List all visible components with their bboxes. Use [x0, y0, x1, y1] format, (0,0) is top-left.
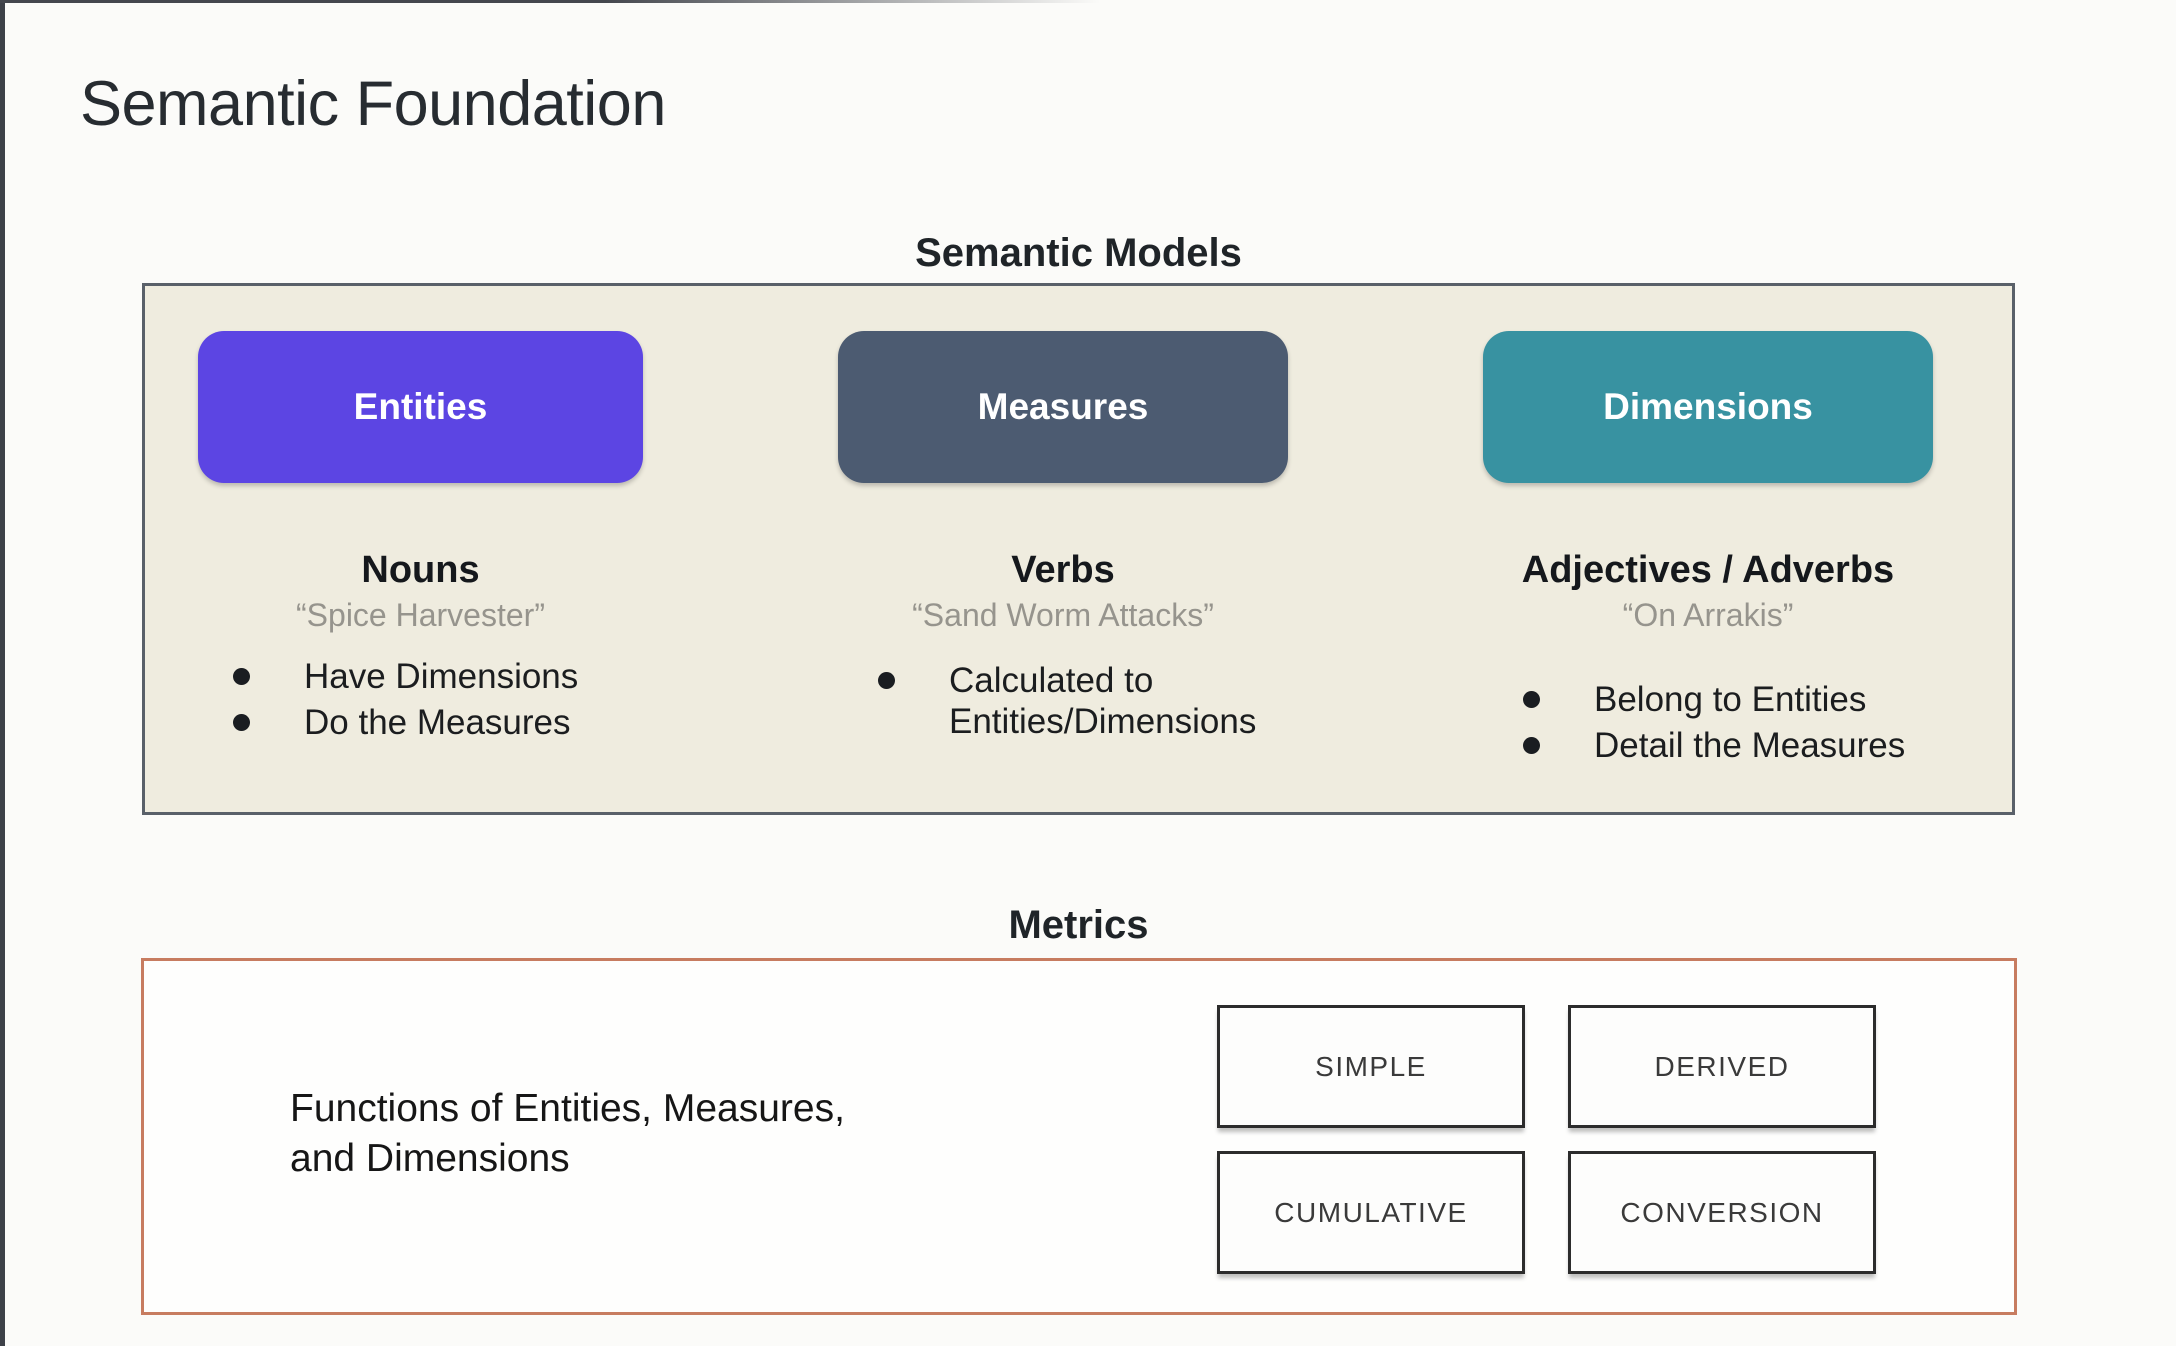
list-item: Calculated to Entities/Dimensions — [878, 660, 1301, 742]
window-top-edge — [0, 0, 1100, 3]
page-title: Semantic Foundation — [80, 69, 666, 139]
bullet-text: Have Dimensions — [304, 657, 579, 696]
entities-pill: Entities — [198, 331, 643, 483]
bullet-text: Do the Measures — [304, 703, 571, 742]
list-item: Detail the Measures — [1523, 725, 1905, 766]
measures-role-label: Verbs — [1011, 549, 1115, 591]
semantic-models-heading: Semantic Models — [915, 231, 1242, 275]
bullet-dot-icon — [1523, 737, 1540, 754]
metric-type-box-cumulative: CUMULATIVE — [1217, 1151, 1525, 1274]
bullet-dot-icon — [233, 668, 250, 685]
metrics-description: Functions of Entities, Measures, and Dim… — [290, 1084, 845, 1184]
list-item: Do the Measures — [233, 702, 578, 743]
dimensions-example-quote: “On Arrakis” — [1622, 597, 1794, 633]
entities-role-label: Nouns — [361, 549, 480, 591]
bullet-text: Detail the Measures — [1594, 726, 1906, 765]
metric-type-box-conversion: CONVERSION — [1568, 1151, 1876, 1274]
dimensions-pill: Dimensions — [1483, 331, 1933, 483]
bullet-dot-icon — [233, 714, 250, 731]
metric-type-box-simple: SIMPLE — [1217, 1005, 1525, 1128]
list-item: Have Dimensions — [233, 656, 578, 697]
metric-type-box-derived: DERIVED — [1568, 1005, 1876, 1128]
dimensions-role-label: Adjectives / Adverbs — [1521, 549, 1895, 591]
measures-example-quote: “Sand Worm Attacks” — [912, 597, 1214, 633]
metric-types-grid: SIMPLE DERIVED CUMULATIVE CONVERSION — [1217, 1005, 1876, 1274]
bullet-dot-icon — [1523, 691, 1540, 708]
dimensions-bullet-list: Belong to Entities Detail the Measures — [1523, 679, 1905, 771]
metrics-heading: Metrics — [1008, 903, 1149, 947]
window-left-edge — [0, 0, 5, 1346]
bullet-text: Belong to Entities — [1594, 680, 1867, 719]
list-item: Belong to Entities — [1523, 679, 1905, 720]
measures-bullet-list: Calculated to Entities/Dimensions — [878, 660, 1301, 747]
metrics-description-line2: and Dimensions — [290, 1137, 570, 1180]
metrics-description-line1: Functions of Entities, Measures, — [290, 1087, 845, 1130]
measures-pill: Measures — [838, 331, 1288, 483]
entities-bullet-list: Have Dimensions Do the Measures — [233, 656, 578, 748]
bullet-text: Calculated to Entities/Dimensions — [949, 661, 1257, 741]
entities-example-quote: “Spice Harvester” — [296, 597, 545, 633]
bullet-dot-icon — [878, 672, 895, 689]
